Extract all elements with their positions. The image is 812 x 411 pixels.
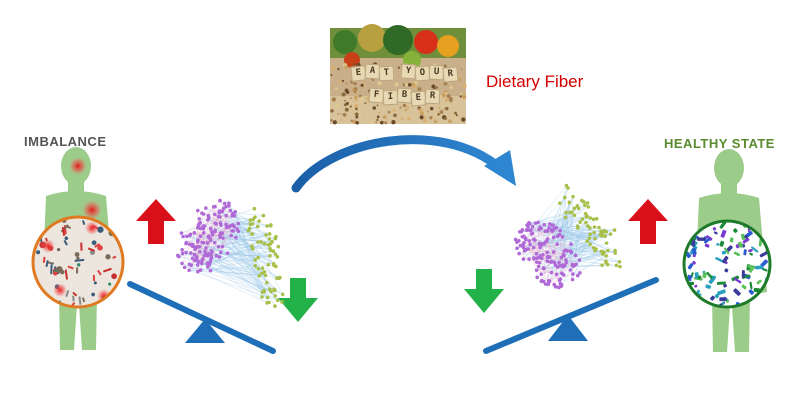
dietary-fiber-label: Dietary Fiber (486, 72, 584, 91)
left-microbe-network (175, 198, 285, 308)
right-microbe-network (513, 183, 622, 290)
pain-spots (69, 157, 102, 220)
left-seesaw (127, 281, 276, 354)
imbalance-label: IMBALANCE (24, 134, 107, 149)
healthy-state-label: HEALTHY STATE (664, 136, 775, 151)
left-up-arrow-icon (136, 199, 176, 244)
photo-tile: R (442, 66, 459, 83)
right-up-arrow-icon (628, 199, 668, 244)
unhealthy-microbiome-circle (31, 215, 125, 309)
right-down-arrow-icon (464, 269, 504, 313)
photo-tile: T (378, 65, 395, 82)
curved-arrow-icon (291, 135, 516, 193)
dietary-fiber-food-photo (330, 24, 467, 125)
photo-tile: R (424, 88, 441, 105)
right-seesaw (483, 277, 659, 354)
left-down-arrow-icon (278, 278, 318, 322)
eat-your-fiber-tiles: E A T Y O U R F I B E R (345, 60, 459, 120)
